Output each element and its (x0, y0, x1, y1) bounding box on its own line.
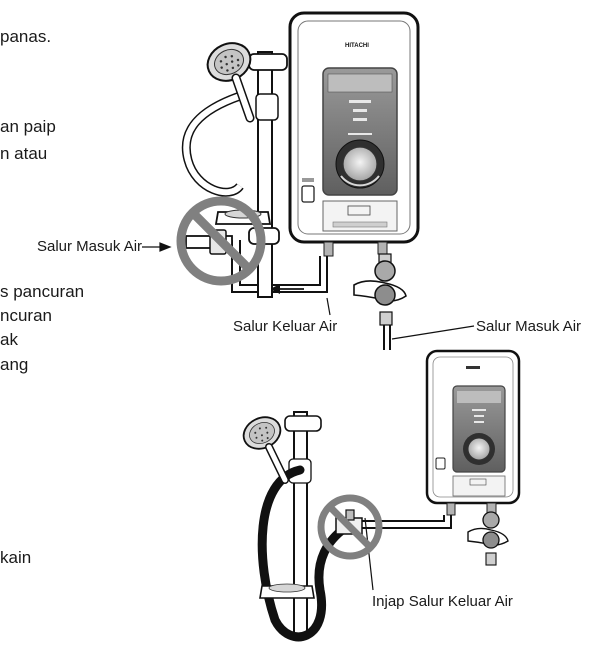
bottom-water-heater (425, 349, 521, 516)
instruction-fragment-1: panas. (0, 27, 52, 46)
instruction-fragment-2: an paip (0, 117, 56, 136)
prohibited-icon-bottom (317, 494, 383, 560)
outlet-flow-arrow (270, 284, 304, 294)
bottom-inlet-valve (467, 511, 509, 566)
instruction-fragment-7: ang (0, 355, 29, 374)
bottom-shower-set (242, 411, 363, 642)
top-water-heater: HITACHI (288, 11, 420, 257)
instruction-fragment-5: ncuran (0, 306, 52, 325)
label-outlet-top: Salur Keluar Air (233, 318, 338, 336)
prohibited-icon-top (176, 196, 266, 286)
instruction-fragment-4: s pancuran (0, 282, 85, 301)
instruction-fragment-3: n atau (0, 144, 48, 163)
heater-brand-logo: HITACHI (345, 43, 369, 49)
label-leaders (135, 242, 475, 591)
instruction-fragment-8: kain (0, 548, 32, 567)
label-outlet-valve: Injap Salur Keluar Air (372, 593, 513, 611)
bottom-outlet-pipe (360, 515, 452, 529)
instruction-fragment-6: ak (0, 330, 18, 349)
label-inlet-right: Salur Masuk Air (476, 318, 582, 336)
label-inlet-left: Salur Masuk Air (37, 238, 143, 256)
inlet-valve-assembly (353, 253, 407, 350)
